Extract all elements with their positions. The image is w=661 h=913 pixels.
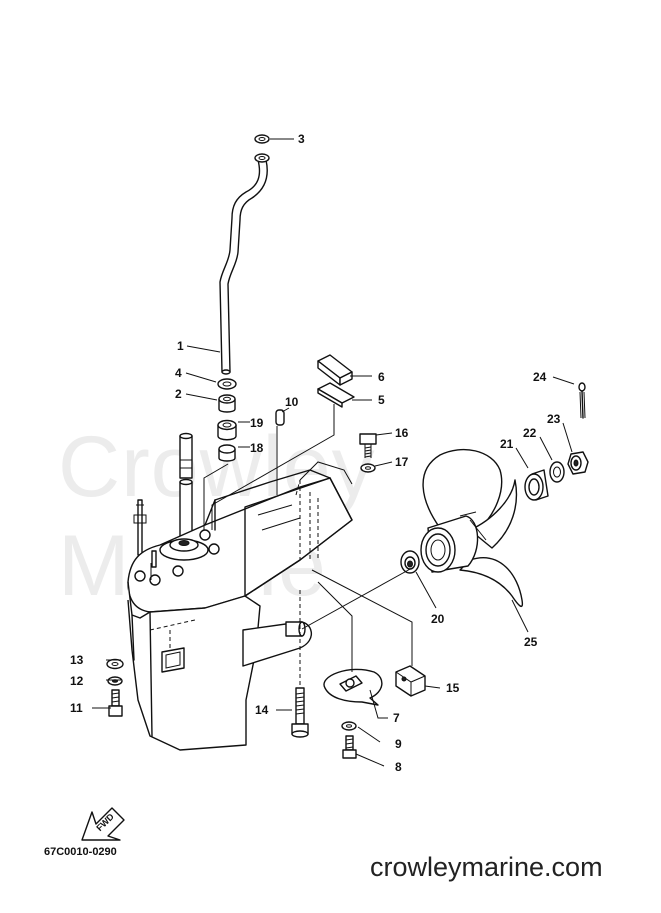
spacer-21[interactable] [524,469,549,501]
callout-4: 4 [175,366,182,380]
lower-casing[interactable] [127,469,353,751]
callout-17: 17 [395,455,409,469]
callout-6: 6 [378,370,385,384]
callout-7: 7 [393,711,400,725]
callout-5: 5 [378,393,385,407]
plate-6[interactable] [317,354,353,386]
callout-18: 18 [250,441,264,455]
seal-2[interactable] [218,394,236,413]
callout-21: 21 [500,437,514,451]
bolt-14[interactable] [291,687,309,738]
callout-22: 22 [523,426,537,440]
lead-lines [92,138,575,767]
callout-23: 23 [547,412,561,426]
shift-rod[interactable] [133,499,147,556]
prop-nut-23[interactable] [567,451,589,475]
washer-13[interactable] [106,658,124,670]
thrust-washer-20[interactable] [400,550,420,574]
trim-tab-anode-7[interactable] [323,668,383,706]
dowel-pin-10[interactable] [275,409,285,426]
callout-2: 2 [175,387,182,401]
callout-13: 13 [70,653,84,667]
anode-15[interactable] [395,665,426,697]
bolt-8[interactable] [342,735,357,759]
grommet-4[interactable] [217,378,237,390]
deck-screw-left[interactable] [151,550,157,568]
callout-24: 24 [533,370,547,384]
callout-25: 25 [524,635,538,649]
callout-9: 9 [395,737,402,751]
callout-1: 1 [177,339,184,353]
site-footer: crowleymarine.com [370,852,603,882]
washer-9[interactable] [341,721,357,731]
callout-20: 20 [431,612,445,626]
seal-19[interactable] [217,419,237,441]
callout-16: 16 [395,426,409,440]
bushing-18[interactable] [218,444,236,462]
washer-12[interactable] [107,676,123,686]
callout-3: 3 [298,132,305,146]
callout-12: 12 [70,674,84,688]
cotter-pin-24[interactable] [578,382,586,419]
callout-19: 19 [250,416,264,430]
callout-11: 11 [70,701,83,715]
callout-8: 8 [395,760,402,774]
washer-22[interactable] [549,461,565,483]
drive-shaft[interactable] [179,432,193,541]
callout-10: 10 [285,395,299,409]
callout-14: 14 [255,703,269,717]
fwd-arrow-icon: FWD [81,807,125,841]
grommet-3[interactable] [254,134,270,144]
drawing-code: 67C0010-0290 [44,846,117,858]
callout-labels: 1 2 3 4 5 6 7 8 9 10 11 12 13 14 15 16 1… [70,132,561,774]
bolt-16[interactable] [359,433,377,458]
washer-17[interactable] [360,463,376,473]
callout-15: 15 [446,681,460,695]
bolt-11[interactable] [108,689,123,717]
water-tube[interactable] [219,159,268,375]
propeller-25[interactable] [420,448,524,608]
grommet-top[interactable] [254,153,270,163]
plate-5[interactable] [317,382,355,408]
